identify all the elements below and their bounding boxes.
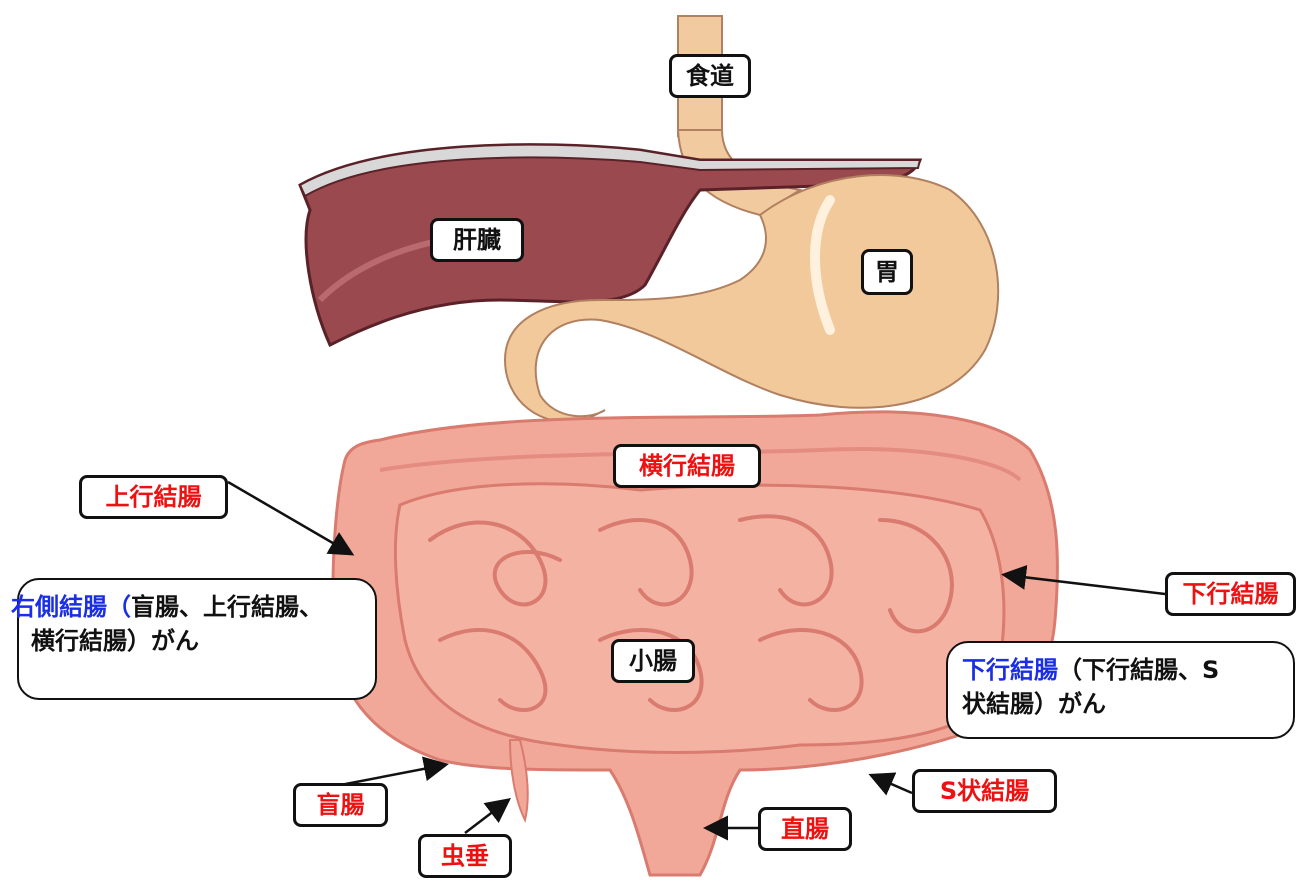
note-right-term: 右側結腸（ <box>11 593 131 621</box>
note-right-colon-cancer: 右側結腸（盲腸、上行結腸、 横行結腸）がん <box>17 578 377 700</box>
label-descending-colon: 下行結腸 <box>1165 572 1296 616</box>
label-cecum: 盲腸 <box>293 783 388 827</box>
label-ascending-colon: 上行結腸 <box>79 475 228 519</box>
label-stomach: 胃 <box>861 249 913 295</box>
note-left-colon-cancer: 下行結腸（下行結腸、S 状結腸）がん <box>946 641 1295 739</box>
note-left-line1-rest: （下行結腸、S <box>1058 656 1219 684</box>
arrow-sigmoid <box>873 776 912 793</box>
label-transverse-colon: 横行結腸 <box>613 444 761 488</box>
label-sigmoid-colon: S状結腸 <box>912 769 1057 813</box>
label-rectum: 直腸 <box>758 807 852 851</box>
label-esophagus: 食道 <box>669 54 751 98</box>
small-intestine-shape <box>395 484 1004 753</box>
note-right-line1-rest: 盲腸、上行結腸、 <box>131 593 323 621</box>
note-left-line2: 状結腸）がん <box>962 687 1279 721</box>
label-liver: 肝臓 <box>430 218 524 262</box>
label-small-intestine: 小腸 <box>611 639 695 683</box>
note-right-line1: 右側結腸（盲腸、上行結腸、 <box>11 590 361 624</box>
arrow-ascending <box>228 482 350 553</box>
note-right-line2: 横行結腸）がん <box>19 624 361 658</box>
arrow-appendix <box>465 801 507 833</box>
note-left-line1: 下行結腸（下行結腸、S <box>962 653 1279 687</box>
label-appendix: 虫垂 <box>418 834 512 878</box>
note-left-term: 下行結腸 <box>962 656 1058 684</box>
